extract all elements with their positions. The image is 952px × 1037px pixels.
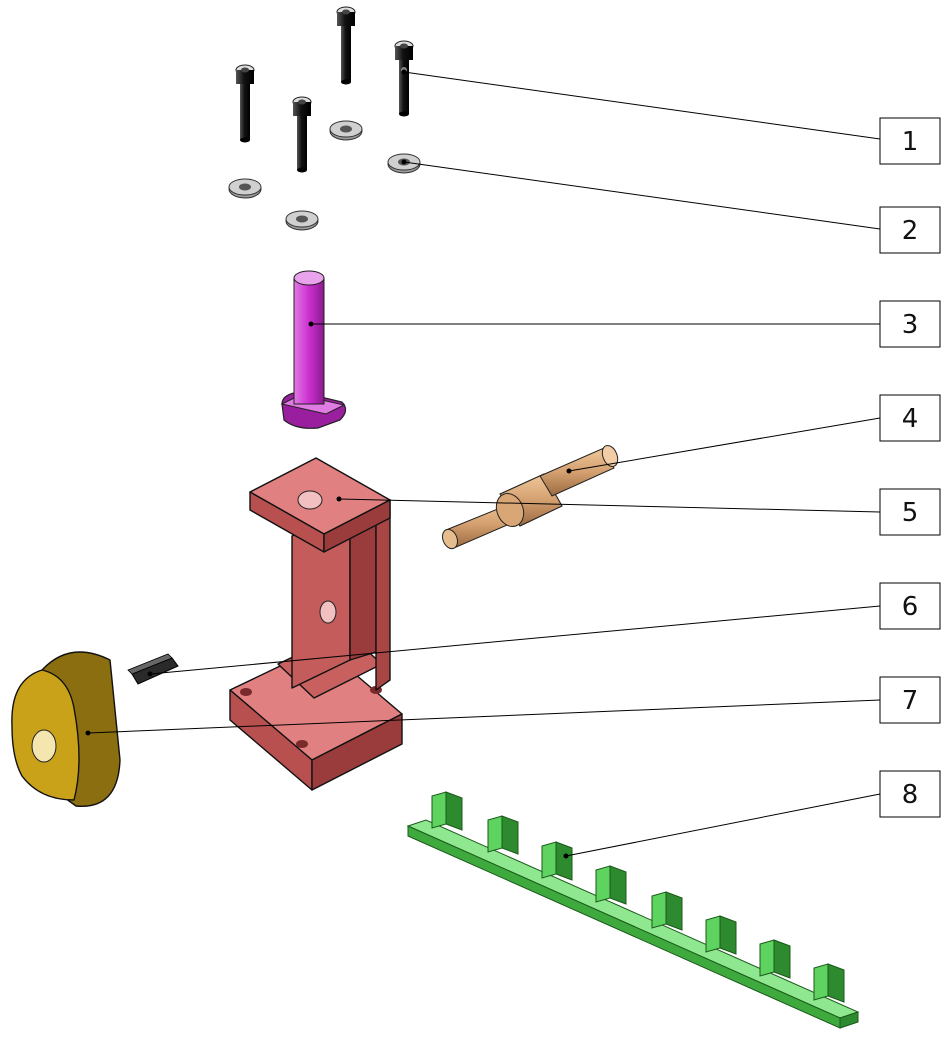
balloon-5: 5 [879, 488, 941, 536]
balloon-label: 4 [902, 404, 919, 434]
pin-icon [280, 270, 347, 429]
screw-icon [235, 64, 255, 143]
balloon-1: 1 [879, 117, 941, 165]
balloon-label: 5 [902, 498, 919, 528]
rack-tooth [431, 791, 463, 831]
leader-line-6 [149, 605, 881, 675]
leader-dot [85, 730, 91, 736]
leader-line-5 [338, 498, 881, 513]
washer-icon [228, 178, 262, 199]
balloon-2: 2 [879, 206, 941, 254]
balloon-3: 3 [879, 300, 941, 348]
shaft-icon [442, 444, 619, 550]
balloon-label: 8 [902, 780, 919, 810]
screw-group [235, 6, 414, 173]
leader-dot [147, 671, 153, 677]
leader-line-1 [403, 71, 881, 140]
balloon-4: 4 [879, 394, 941, 442]
balloon-label: 2 [902, 216, 919, 246]
leader-dot [563, 853, 569, 859]
leader-line-8 [565, 793, 881, 857]
rack-tooth [487, 815, 519, 855]
rack-tooth [705, 915, 737, 955]
leader-line-7 [87, 699, 881, 734]
rack-tooth [541, 841, 573, 881]
leader-line-4 [568, 417, 881, 472]
balloons: 1 2 3 4 5 6 7 8 [879, 117, 941, 818]
washer-icon [285, 210, 319, 231]
balloon-label: 3 [902, 310, 919, 340]
balloon-label: 7 [902, 686, 919, 716]
washer-icon [329, 120, 363, 141]
leader-dot [336, 496, 342, 502]
leader-dot [566, 468, 572, 474]
leader-dot [401, 69, 407, 75]
rack-tooth [595, 865, 627, 905]
leader-dot [401, 159, 407, 165]
balloon-label: 6 [902, 592, 919, 622]
rack-tooth [813, 963, 845, 1003]
leader-line-2 [403, 161, 881, 230]
balloon-6: 6 [879, 582, 941, 630]
rack-tooth [651, 891, 683, 931]
key-icon [127, 653, 179, 685]
rack-icon [406, 791, 860, 1029]
screw-icon [394, 40, 414, 117]
balloon-7: 7 [879, 676, 941, 724]
leader-dot [308, 321, 314, 327]
balloon-label: 1 [902, 127, 919, 157]
balloon-8: 8 [879, 770, 941, 818]
rack-tooth [759, 939, 791, 979]
cam-icon [11, 651, 121, 807]
screw-icon [336, 6, 356, 85]
bracket-icon [229, 457, 403, 791]
washer-group [228, 120, 421, 231]
screw-icon [292, 96, 312, 173]
leader-lines [85, 69, 881, 859]
